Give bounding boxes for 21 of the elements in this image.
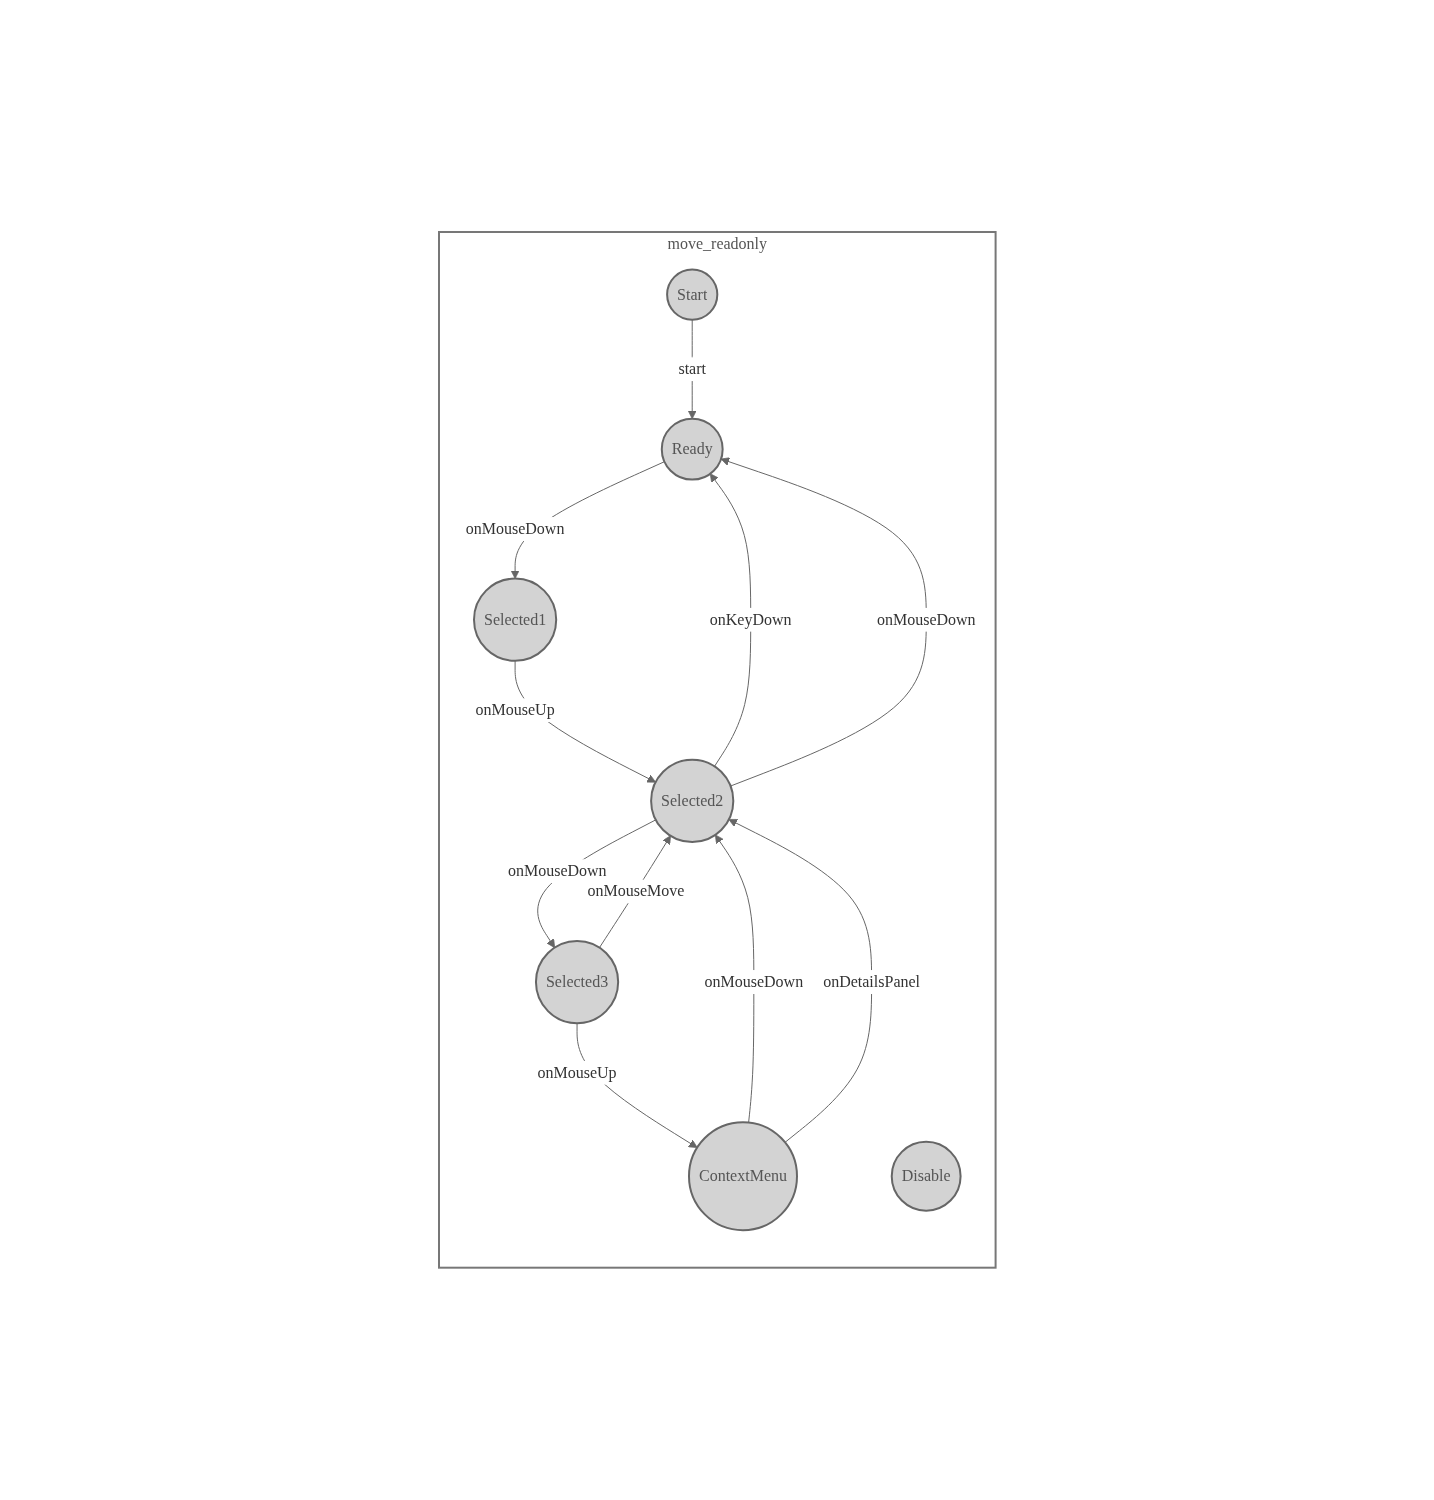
node-circle: Selected1 [472, 577, 557, 662]
edge-label: onMouseUp [475, 701, 555, 719]
arrow [720, 457, 927, 787]
node-circle: Ready [660, 417, 724, 481]
arrow [714, 834, 755, 1124]
edge-label: onDetailsPanel [822, 973, 920, 991]
edge-label: onMouseDown [704, 973, 803, 991]
edge-label: onMouseDown [507, 862, 607, 880]
edge-label: start [678, 360, 706, 378]
edge-label: onKeyDown [709, 610, 792, 628]
node-circle: ContextMenu [687, 1121, 798, 1232]
edge-label: onMouseDown [876, 610, 976, 628]
arrow [728, 819, 872, 1143]
edge-label: onMouseDown [465, 520, 565, 538]
node-circle: Start [665, 268, 718, 321]
edge-label: onMouseMove [587, 882, 685, 900]
node-circle: Selected2 [649, 758, 734, 844]
edge-label: onMouseUp [537, 1063, 617, 1081]
arrow [709, 473, 751, 767]
node-circle: Selected3 [534, 940, 619, 1025]
node-circle: Disable [890, 1140, 962, 1212]
